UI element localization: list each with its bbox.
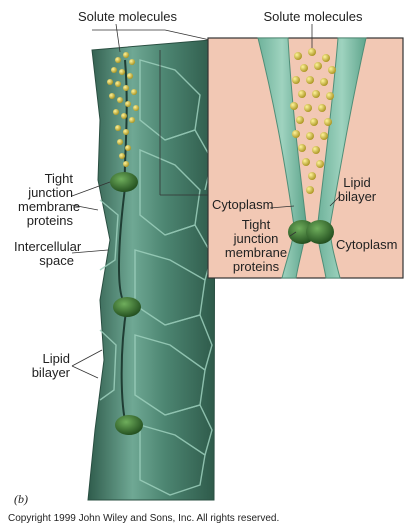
label-line: Tight — [44, 171, 73, 186]
label-tight-junction-left: Tight junction membrane proteins — [18, 171, 81, 228]
label-intercellular-space: Intercellular space — [14, 239, 82, 268]
label-lipid-bilayer-left: Lipid bilayer — [30, 352, 70, 380]
zoom-lines — [92, 29, 211, 196]
panel-label: (b) — [14, 492, 28, 506]
inset-protein-right — [306, 220, 334, 244]
label-line: Tight — [241, 217, 271, 232]
tight-junction-protein-2 — [113, 297, 141, 317]
label-solute-molecules-left: Solute molecules — [78, 9, 177, 24]
leader-lines — [71, 23, 341, 379]
membrane-sheet — [87, 39, 216, 501]
label-line: Lipid — [343, 175, 371, 190]
cell-pattern — [99, 59, 213, 496]
label-cytoplasm-inset-right: Cytoplasm — [336, 237, 398, 252]
copyright-text: Copyright 1999 John Wiley and Sons, Inc.… — [8, 513, 280, 524]
tight-junction-protein-3 — [115, 415, 143, 435]
label-line: membrane — [224, 245, 288, 260]
label-line: Intercellular — [14, 239, 82, 254]
solute-cluster-left — [107, 52, 139, 167]
inset-membrane-right — [317, 37, 367, 279]
label-tight-junction-inset: Tight junction membrane proteins — [222, 218, 290, 274]
label-solute-molecules-inset: Solute molecules — [263, 9, 363, 24]
label-line: junction — [28, 185, 73, 200]
label-line: membrane — [18, 199, 81, 214]
label-line: space — [39, 253, 74, 268]
label-line: proteins — [232, 259, 280, 274]
tight-junction-protein-1 — [110, 172, 138, 192]
label-line: bilayer — [337, 189, 377, 204]
label-cytoplasm-inset-left: Cytoplasm — [212, 197, 274, 212]
label-lipid-bilayer-inset: Lipid bilayer — [332, 176, 382, 204]
intercellular-gap — [118, 59, 129, 426]
label-line: proteins — [26, 213, 73, 228]
label-line: Lipid — [42, 351, 70, 366]
label-line: junction — [233, 231, 279, 246]
solute-cluster-inset — [290, 48, 336, 194]
label-line: bilayer — [31, 365, 70, 380]
